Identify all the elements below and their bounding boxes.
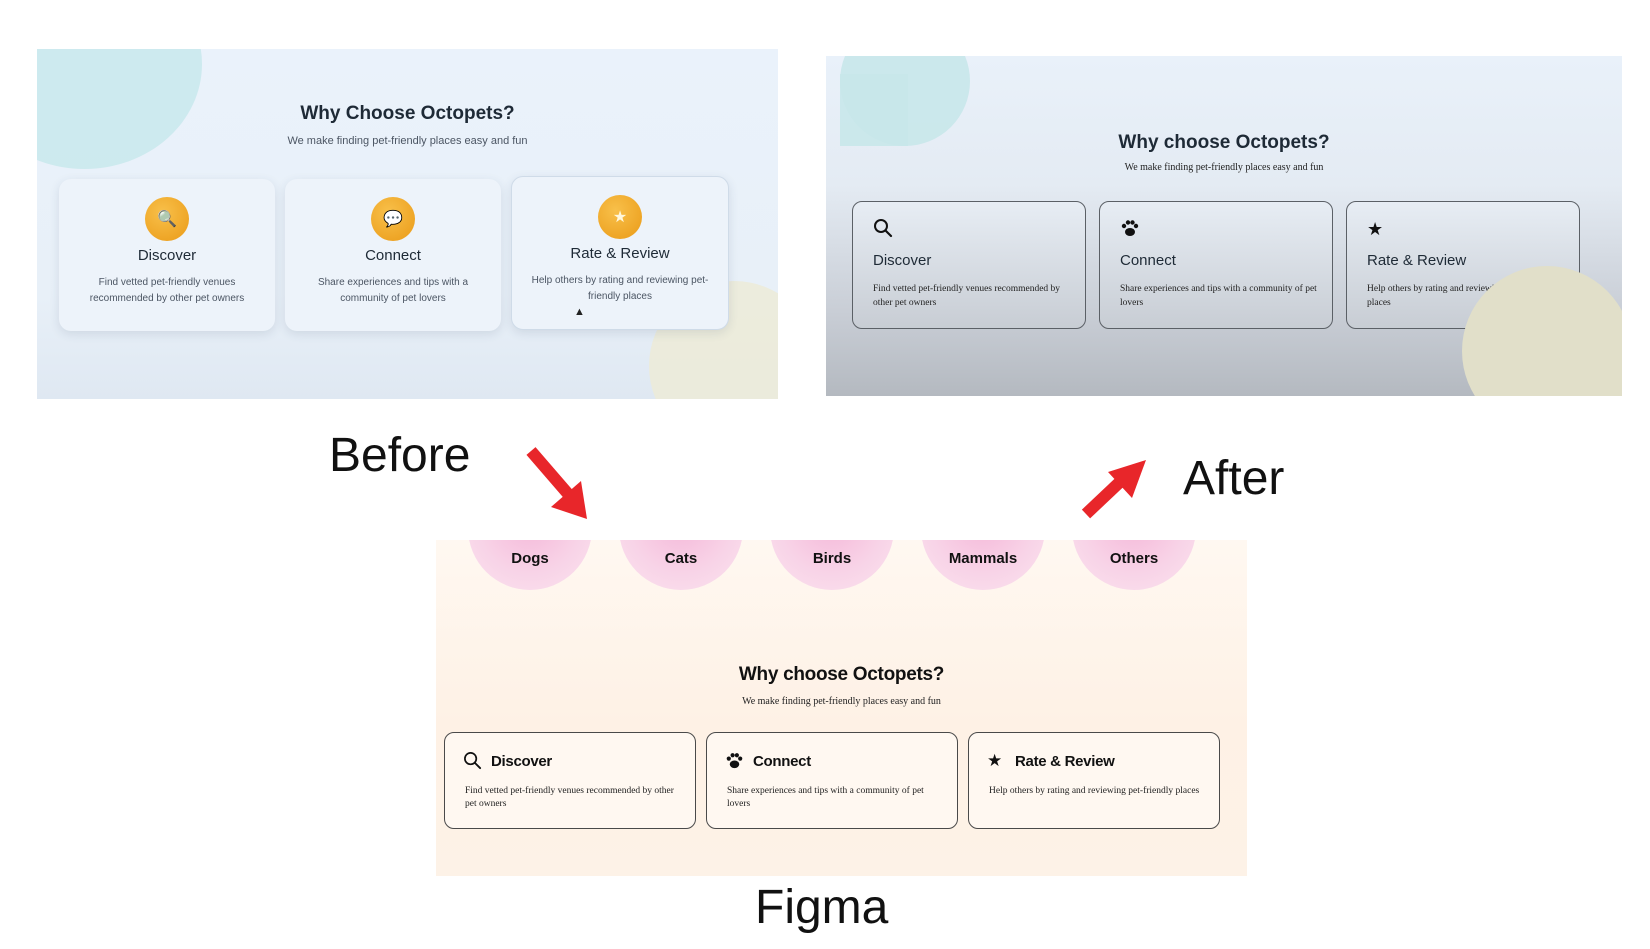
speech-bubble-icon: 💬 [371, 197, 415, 241]
star-icon: ★ [1367, 219, 1384, 239]
feature-card-discover[interactable]: Discover Find vetted pet-friendly venues… [852, 201, 1086, 329]
pet-category-mammals[interactable]: Mammals [921, 540, 1045, 590]
section-title: Why choose Octopets? [1118, 132, 1330, 153]
search-icon [463, 751, 483, 771]
feature-card-rate-review[interactable]: ★ Rate & Review Help others by rating an… [511, 176, 729, 330]
pet-category-label: Dogs [511, 550, 549, 567]
paw-icon [725, 751, 745, 771]
pet-category-others[interactable]: Others [1072, 540, 1196, 590]
decorative-blob [840, 74, 908, 146]
card-description: Find vetted pet-friendly venues recommen… [873, 284, 1061, 308]
pet-category-cats[interactable]: Cats [619, 540, 743, 590]
card-description: Help others by rating and reviewing pet-… [989, 786, 1200, 796]
feature-card-discover[interactable]: 🔍 Discover Find vetted pet-friendly venu… [59, 179, 275, 331]
feature-card-connect[interactable]: 💬 Connect Share experiences and tips wit… [285, 179, 501, 331]
pet-category-label: Birds [812, 550, 852, 567]
before-label: Before [329, 429, 471, 482]
section-title: Why choose Octopets? [738, 664, 945, 685]
magnifier-icon: 🔍 [145, 197, 189, 241]
pet-category-dogs[interactable]: Dogs [468, 540, 592, 590]
section-title: Why Choose Octopets? [300, 103, 515, 124]
arrow-up-right-icon [1081, 460, 1146, 519]
card-title: Discover [491, 753, 552, 770]
card-title: Discover [137, 247, 197, 264]
star-icon: ★ [598, 195, 642, 239]
feature-card-connect[interactable]: Connect Share experiences and tips with … [1099, 201, 1333, 329]
section-subtitle: We make finding pet-friendly places easy… [287, 135, 528, 147]
after-screenshot: Why choose Octopets? We make finding pet… [826, 56, 1622, 396]
card-description: Share experiences and tips with a commun… [727, 786, 924, 809]
after-label: After [1183, 452, 1285, 505]
figma-design: Dogs Cats Birds Mammals Others Why choos… [436, 540, 1247, 876]
feature-card-discover[interactable]: Discover Find vetted pet-friendly venues… [444, 732, 696, 829]
card-description: Help others by rating and reviewing pet-… [1367, 284, 1552, 308]
figma-label: Figma [755, 881, 889, 934]
card-title: Rate & Review [570, 245, 670, 262]
mouse-cursor-icon: ▲ [574, 306, 585, 318]
star-icon: ★ [987, 751, 1003, 770]
arrow-down-right-icon [526, 447, 587, 519]
before-screenshot: Why Choose Octopets? We make finding pet… [37, 49, 778, 399]
card-title: Discover [873, 252, 932, 269]
pet-category-label: Mammals [948, 550, 1018, 567]
card-description: Find vetted pet-friendly venues recommen… [89, 277, 245, 304]
search-icon [873, 218, 895, 240]
card-title: Rate & Review [1367, 252, 1467, 269]
card-description: Help others by rating and reviewing pet-… [531, 275, 709, 302]
pet-category-birds[interactable]: Birds [770, 540, 894, 590]
card-title: Connect [1120, 252, 1176, 269]
card-description: Find vetted pet-friendly venues recommen… [465, 786, 674, 809]
feature-card-connect[interactable]: Connect Share experiences and tips with … [706, 732, 958, 829]
pet-category-label: Cats [664, 550, 698, 567]
section-subtitle: We make finding pet-friendly places easy… [742, 696, 941, 707]
section-subtitle: We make finding pet-friendly places easy… [1124, 162, 1324, 173]
decorative-blob [1516, 326, 1622, 396]
card-title: Connect [753, 753, 811, 770]
paw-icon [1120, 218, 1142, 240]
pet-category-label: Others [1109, 550, 1159, 567]
feature-card-rate-review[interactable]: ★ Rate & Review Help others by rating an… [968, 732, 1220, 829]
card-title: Rate & Review [1015, 753, 1115, 770]
card-description: Share experiences and tips with a commun… [317, 277, 469, 304]
card-description: Share experiences and tips with a commun… [1120, 284, 1317, 308]
card-title: Connect [365, 247, 421, 264]
